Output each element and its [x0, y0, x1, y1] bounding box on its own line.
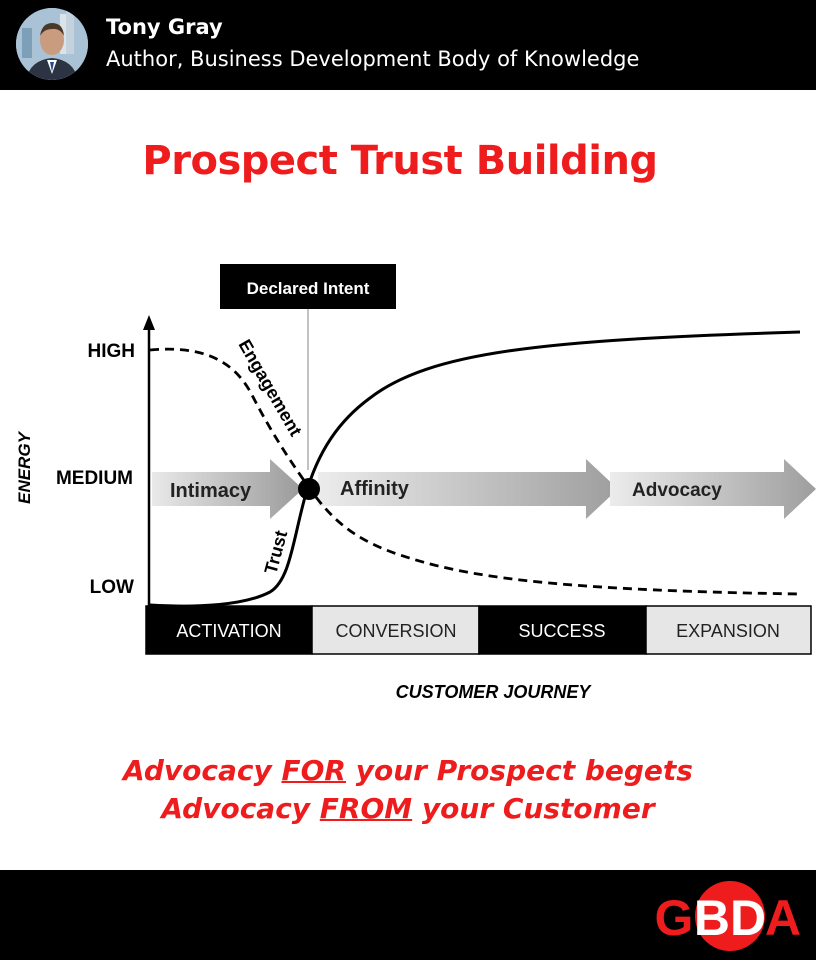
declared-intent-callout: [220, 264, 396, 309]
tagline-text: Advocacy: [161, 792, 320, 825]
page-title: Prospect Trust Building: [142, 138, 658, 184]
advocacy-arrow: [610, 459, 816, 519]
avatar-photo-icon: [16, 8, 88, 80]
logo-letters-bd: BD: [694, 890, 766, 946]
tagline-emphasis: FROM: [319, 792, 413, 825]
trust-building-diagram: Declared Intent ENERGY HIGH MEDIUM LOW I…: [15, 264, 816, 702]
tagline-text: Advocacy: [123, 754, 282, 787]
footer-bar: [0, 870, 816, 960]
stage-conversion: [311, 605, 480, 655]
y-axis-label: ENERGY: [15, 430, 34, 503]
tagline-emphasis: FOR: [281, 754, 346, 787]
x-axis-label: CUSTOMER JOURNEY: [396, 682, 593, 702]
stage-success: [478, 605, 647, 655]
gbda-logo[interactable]: G BD A: [650, 880, 806, 952]
intimacy-label: Intimacy: [170, 480, 252, 502]
stage-expansion-label: EXPANSION: [676, 621, 780, 641]
y-axis-arrowhead: [143, 315, 155, 330]
stage-expansion: [645, 605, 812, 655]
advocacy-label: Advocacy: [632, 480, 722, 501]
tagline-text: your Customer: [412, 792, 655, 825]
tagline-line-2: Advocacy FROM your Customer: [0, 792, 816, 825]
level-low: LOW: [90, 577, 134, 598]
stage-conversion-label: CONVERSION: [335, 621, 456, 641]
author-header: Tony Gray Author, Business Development B…: [0, 0, 816, 90]
declared-intent-point: [298, 478, 320, 500]
logo-circle: [695, 881, 765, 951]
author-name[interactable]: Tony Gray: [106, 15, 223, 39]
tagline-line-1: Advocacy FOR your Prospect begets: [0, 754, 816, 787]
stage-activation-label: ACTIVATION: [176, 621, 281, 641]
level-high: HIGH: [88, 341, 136, 362]
affinity-label: Affinity: [340, 478, 410, 500]
tagline-text: your Prospect begets: [345, 754, 693, 787]
declared-intent-label: Declared Intent: [247, 279, 370, 298]
logo-letter-a: A: [765, 890, 801, 946]
engagement-curve: [149, 347, 801, 596]
logo-letter-g: G: [655, 890, 694, 946]
author-role: Author, Business Development Body of Kno…: [106, 47, 640, 71]
affinity-arrow: [318, 459, 618, 519]
trust-curve: [149, 330, 801, 608]
stage-bar: ACTIVATION CONVERSION SUCCESS EXPANSION: [145, 605, 812, 655]
engagement-label: Engagement: [235, 336, 306, 440]
intimacy-arrow: [152, 459, 303, 519]
author-avatar[interactable]: [16, 8, 88, 80]
stage-success-label: SUCCESS: [518, 621, 605, 641]
level-medium: MEDIUM: [56, 468, 133, 489]
